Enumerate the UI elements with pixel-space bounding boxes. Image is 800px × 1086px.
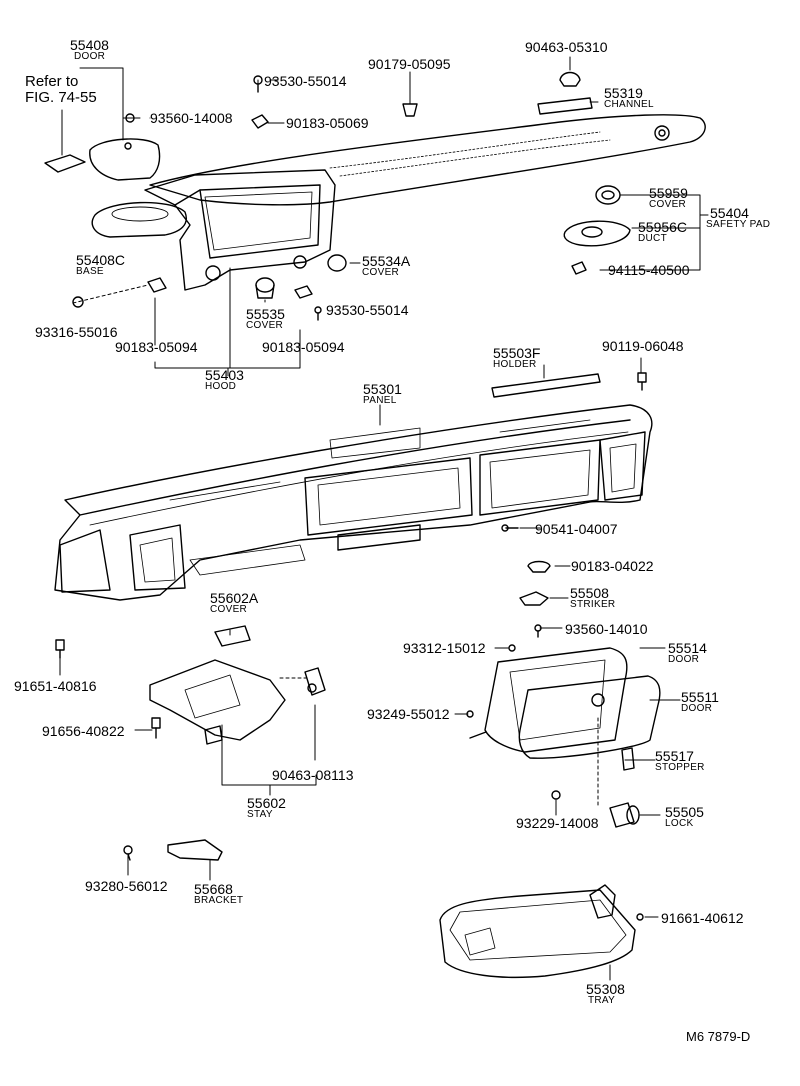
bracket-55668 [167,839,223,861]
hood-small-parts [72,254,347,321]
part-number: 91661-40612 [661,910,744,926]
holder-55503f [491,373,601,398]
part-number: 90183-04022 [571,558,654,574]
part-number: 90183-05069 [286,115,369,131]
refer-note: Refer to FIG. 74-55 [25,74,97,106]
hood-55403 [144,169,336,291]
part-number: 90119-06048 [602,338,684,354]
part-number: 93530-55014 [264,73,347,89]
drawing-code: M6 7879-D [686,1029,751,1044]
screw-93229 [551,790,561,800]
right-fasteners [501,524,551,652]
glove-box-doors [466,647,661,759]
part-number: 90541-04007 [535,521,618,537]
part-number: 91656-40822 [42,723,125,739]
cover-55602a [214,625,251,647]
screw-90119 [637,372,647,391]
cover-duct-right [563,185,631,275]
part-number: 94115-40500 [608,262,690,278]
referenced-piece [44,154,86,173]
part-number: 93530-55014 [326,302,409,318]
stopper-55517 [621,747,635,771]
part-number: 93316-55016 [35,324,118,340]
part-number: 90183-05094 [115,339,198,355]
lock-55505 [609,802,640,828]
part-number: 93280-56012 [85,878,168,894]
safety-pad-55404 [149,114,706,206]
top-fasteners [125,71,593,129]
part-number: 91651-40816 [14,678,97,694]
part-number: 90463-08113 [272,767,354,783]
part-number: 93249-55012 [367,706,450,722]
base-55408c [91,201,187,238]
stay-55602 [149,659,326,745]
refer-note-line2: FIG. 74-55 [25,88,97,106]
tray-55308 [439,884,644,978]
part-number: 93312-15012 [403,640,486,656]
part-number: 90463-05310 [525,39,608,55]
part-number: 93229-14008 [516,815,599,831]
instrument-panel-55301 [54,404,653,601]
refer-note-line1: Refer to [25,73,79,90]
left-screws [55,639,161,861]
part-number: 93560-14008 [150,110,233,126]
part-number: 90179-05095 [368,56,451,72]
part-number: 90183-05094 [262,339,345,355]
part-number: 93560-14010 [565,621,648,637]
door-55408 [89,138,161,181]
